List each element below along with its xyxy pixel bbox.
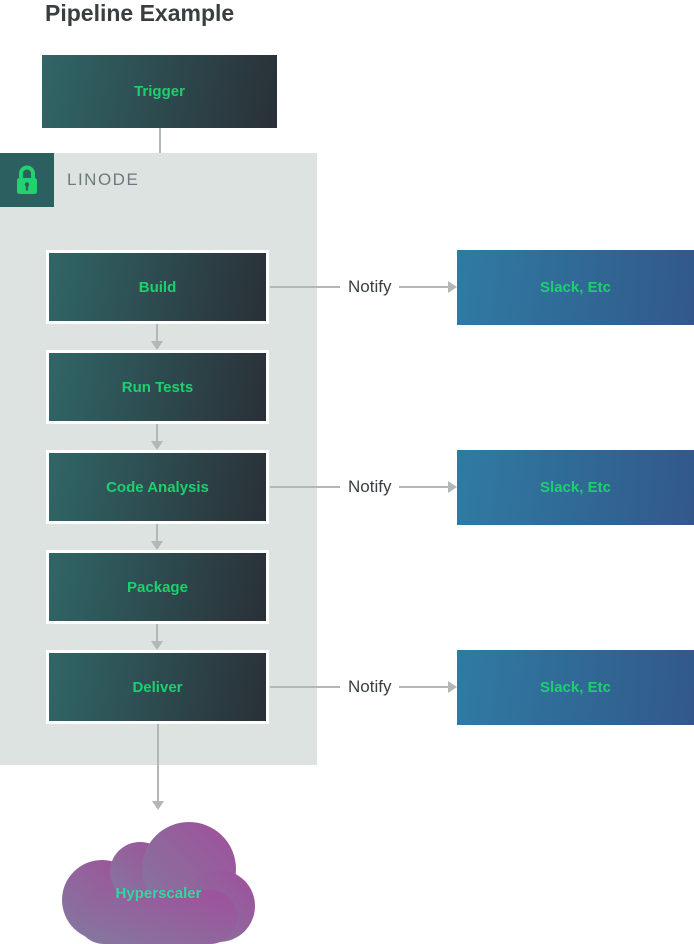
arrow-head: [151, 341, 163, 350]
slack-box-code-analysis: Slack, Etc: [457, 450, 694, 525]
lock-badge: [0, 153, 54, 207]
step-box-deliver: Deliver: [46, 650, 269, 724]
notify-line: [270, 686, 340, 688]
cloud-icon: [62, 822, 255, 944]
step-box-code-analysis: Code Analysis: [46, 450, 269, 524]
notify-label: Notify: [348, 477, 392, 496]
step-label: Run Tests: [121, 378, 194, 396]
arrow-head: [448, 281, 457, 293]
step-box-package: Package: [46, 550, 269, 624]
page-title: Pipeline Example: [45, 0, 235, 26]
arrow-codeanalysis-to-package: [151, 524, 163, 550]
step-label: Package: [127, 578, 188, 596]
trigger-label: Trigger: [134, 83, 185, 100]
notify-label: Notify: [348, 677, 392, 696]
slack-label: Slack, Etc: [540, 679, 611, 696]
notify-row-code-analysis: Notify: [270, 472, 457, 502]
slack-label: Slack, Etc: [540, 479, 611, 496]
notify-arrow: [399, 681, 457, 693]
notify-arrow: [399, 481, 457, 493]
notify-label: Notify: [348, 277, 392, 296]
arrow-head: [448, 681, 457, 693]
step-label: Code Analysis: [106, 478, 209, 496]
step-box-build: Build: [46, 250, 269, 324]
notify-row-build: Notify: [270, 272, 457, 302]
arrow-package-to-deliver: [151, 624, 163, 650]
linode-group-label: LINODE: [67, 170, 140, 189]
trigger-box: Trigger: [42, 55, 277, 128]
arrow-head: [151, 641, 163, 650]
arrow-deliver-to-hyperscaler: [152, 724, 164, 810]
arrow-head: [151, 541, 163, 550]
arrow-build-to-runtests: [151, 324, 163, 350]
arrow-head: [448, 481, 457, 493]
hyperscaler-cloud: Hyperscaler: [62, 822, 255, 944]
notify-arrow: [399, 281, 457, 293]
notify-line: [270, 286, 340, 288]
step-label: Build: [138, 278, 177, 296]
arrow-head: [151, 441, 163, 450]
slack-box-deliver: Slack, Etc: [457, 650, 694, 725]
hyperscaler-label: Hyperscaler: [115, 885, 202, 902]
arrow-head: [152, 801, 164, 810]
notify-line: [270, 486, 340, 488]
step-box-run-tests: Run Tests: [46, 350, 269, 424]
slack-label: Slack, Etc: [540, 279, 611, 296]
step-label: Deliver: [132, 678, 183, 696]
lock-icon: [17, 165, 37, 194]
slack-box-build: Slack, Etc: [457, 250, 694, 325]
arrow-runtests-to-codeanalysis: [151, 424, 163, 450]
notify-row-deliver: Notify: [270, 672, 457, 702]
